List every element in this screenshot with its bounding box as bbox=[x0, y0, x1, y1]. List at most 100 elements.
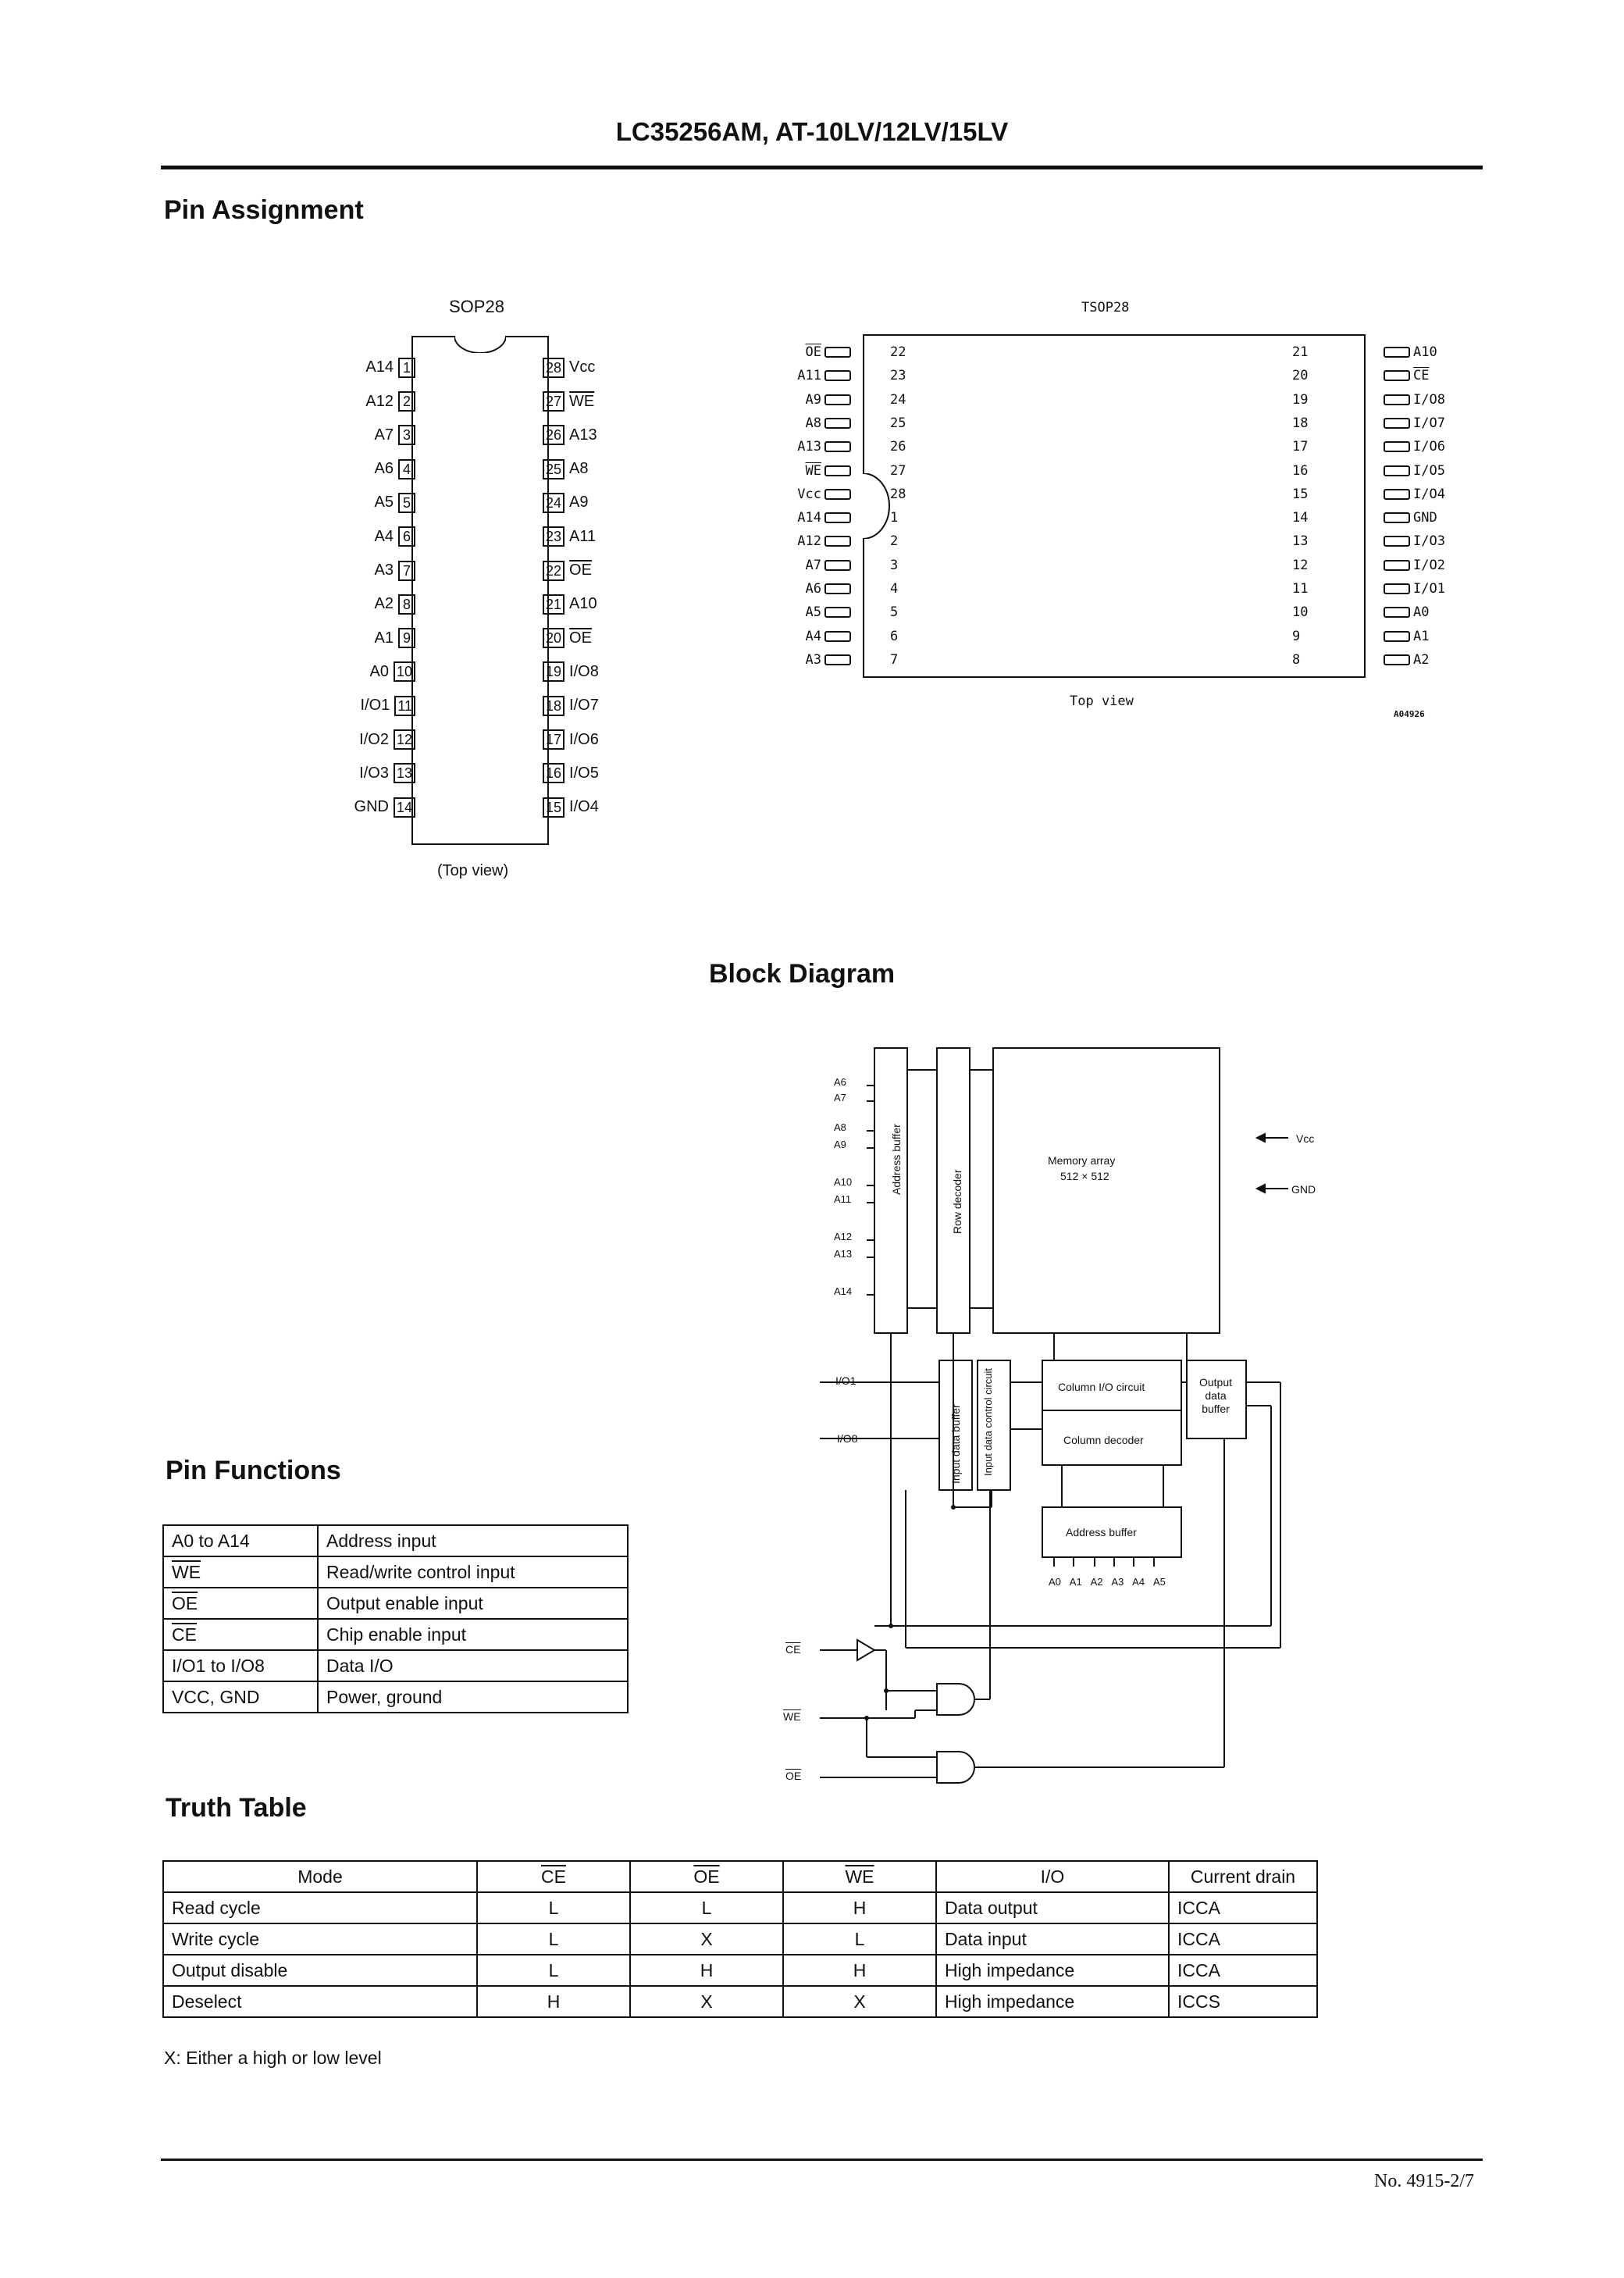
sop-pin-number: 11 bbox=[394, 695, 415, 716]
sop-pin-number: 18 bbox=[543, 695, 565, 716]
bd-address-input-label: A11 bbox=[834, 1193, 852, 1205]
tsop-pin-row: 9 A1 bbox=[1292, 625, 1429, 648]
tsop-pin-number: 25 bbox=[890, 415, 906, 431]
memory-array-block bbox=[992, 1047, 1220, 1334]
tsop-pin-name: I/O3 bbox=[1413, 533, 1445, 550]
sop-pin-number: 10 bbox=[393, 661, 415, 683]
pin-function-desc: Chip enable input bbox=[317, 1618, 629, 1651]
tsop-pin-number: 28 bbox=[890, 486, 906, 502]
tsop-pin-lead bbox=[1384, 394, 1410, 405]
sop-pin-name: WE bbox=[569, 392, 595, 410]
tsop-pin-lead bbox=[1384, 347, 1410, 358]
truth-table-cell: Write cycle bbox=[162, 1923, 478, 1955]
sop-pin-number: 5 bbox=[398, 492, 415, 513]
bd-col-address-inputs: A0 A1 A2 A3 A4 A5 bbox=[1049, 1576, 1166, 1588]
pin-assignment-heading: Pin Assignment bbox=[164, 195, 364, 225]
sop-pin-number: 19 bbox=[543, 661, 565, 683]
tsop-pin-lead bbox=[1384, 370, 1410, 382]
pin-functions-heading: Pin Functions bbox=[166, 1456, 341, 1485]
sop-pin-name: A2 bbox=[374, 595, 394, 613]
sop-pin-name: I/O2 bbox=[359, 730, 389, 748]
sop-pin-name: A11 bbox=[569, 527, 597, 545]
tsop-pin-number: 12 bbox=[1292, 557, 1309, 573]
tsop-pin-lead bbox=[824, 607, 851, 619]
sop-pin-name: A5 bbox=[374, 494, 394, 512]
pin-function-desc: Output enable input bbox=[317, 1587, 629, 1620]
tsop-pin-number: 20 bbox=[1292, 368, 1309, 384]
tsop-pin-lead bbox=[1384, 583, 1410, 594]
and-gate-we bbox=[936, 1683, 975, 1716]
tsop-code: A04926 bbox=[1394, 709, 1425, 719]
tsop-pin-lead bbox=[824, 417, 851, 429]
page-number: No. 4915-2/7 bbox=[1374, 2171, 1474, 2191]
tsop-pin-row: 13 I/O3 bbox=[1292, 529, 1445, 553]
pin-function-desc: Power, ground bbox=[317, 1681, 629, 1713]
bd-address-input-label: A9 bbox=[834, 1139, 846, 1150]
output-buffer-block bbox=[1186, 1360, 1247, 1439]
tsop-pin-name: A1 bbox=[1413, 628, 1430, 644]
bd-col-address-buffer-label: Address buffer bbox=[1066, 1526, 1137, 1538]
tsop-pin-name: I/O1 bbox=[1413, 581, 1445, 597]
tsop-pin-name: A4 bbox=[805, 628, 821, 644]
sop-pin-number: 2 bbox=[398, 391, 415, 412]
sop-pin-name: A12 bbox=[365, 392, 394, 410]
bd-address-input-label: A10 bbox=[834, 1176, 853, 1188]
pin-function-desc: Address input bbox=[317, 1524, 629, 1557]
tsop-pin-name: CE bbox=[1413, 368, 1430, 384]
sop-pin-number: 9 bbox=[398, 628, 415, 649]
tsop-pin-lead bbox=[824, 394, 851, 405]
truth-table-heading: Truth Table bbox=[166, 1793, 307, 1823]
tsop-pin-lead bbox=[824, 488, 851, 500]
tsop-pin-number: 9 bbox=[1292, 628, 1301, 644]
truth-table-header: Current drain bbox=[1168, 1860, 1318, 1893]
tsop-pin-number: 13 bbox=[1292, 533, 1309, 550]
bd-row-decoder-label: Row decoder bbox=[951, 1169, 963, 1235]
tsop-pin-lead bbox=[1384, 607, 1410, 619]
sop-pin-name: A1 bbox=[374, 629, 394, 647]
footer-rule bbox=[161, 2159, 1483, 2161]
bd-address-input-label: A6 bbox=[834, 1076, 846, 1088]
truth-table-cell: ICCA bbox=[1168, 1954, 1318, 1987]
tsop-pin-lead bbox=[824, 654, 851, 665]
tsop-pin-name: I/O5 bbox=[1413, 462, 1445, 479]
sop-pin-name: A13 bbox=[569, 426, 597, 444]
truth-table-cell: Read cycle bbox=[162, 1891, 478, 1924]
tsop-pin-number: 22 bbox=[890, 344, 906, 360]
sop-pin-number: 17 bbox=[543, 729, 565, 750]
sop-pin-number: 8 bbox=[398, 594, 415, 615]
tsop-pin-lead bbox=[1384, 559, 1410, 571]
tsop-pin-number: 4 bbox=[890, 581, 899, 597]
sop-pin-number: 24 bbox=[543, 492, 565, 513]
truth-table-cell: X bbox=[629, 1923, 784, 1955]
input-data-buffer-block bbox=[938, 1360, 973, 1491]
tsop-pin-name: I/O7 bbox=[1413, 415, 1445, 431]
tsop-pin-lead bbox=[1384, 441, 1410, 453]
pin-function-pin: VCC, GND bbox=[162, 1681, 319, 1713]
bd-address-input-label: A13 bbox=[834, 1248, 853, 1260]
